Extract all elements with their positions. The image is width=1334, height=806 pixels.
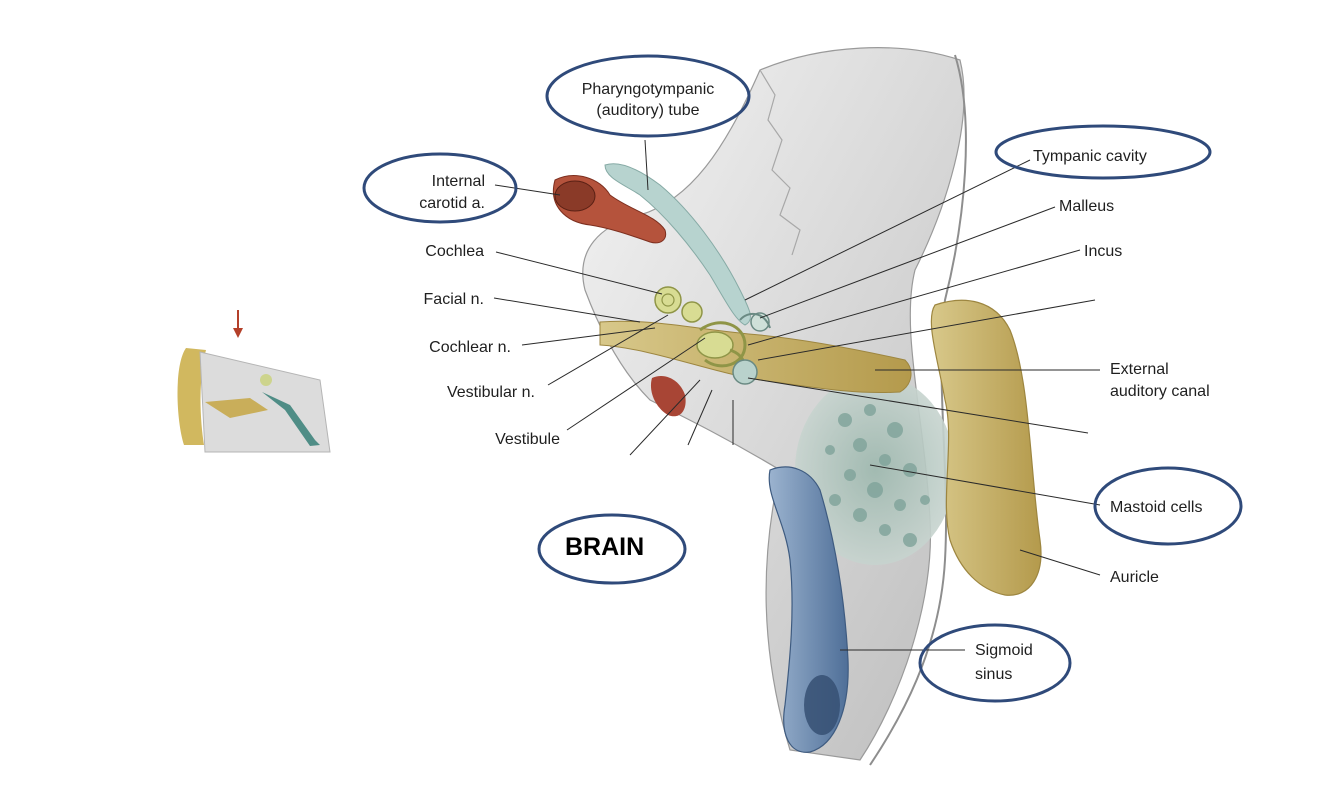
leader-facial-n [493,297,641,323]
leader-mastoid-cells [869,464,1101,506]
auricle-shape [930,299,1042,596]
leader-cochlea [495,251,663,295]
label-sigmoid-line1: Sigmoid [975,642,1033,659]
inset-canal [205,398,268,418]
label-tympanic-cavity: Tympanic cavity [1033,148,1147,165]
label-pharyngotympanic-line2: (auditory) tube [596,102,700,119]
label-external-canal-line2: auditory canal [1110,383,1210,400]
label-internal-carotid-line2: carotid a. [419,195,485,212]
highlight-ellipses [362,54,1243,703]
inner-ear-labyrinth [654,286,747,383]
leader-vestibule [566,337,706,431]
leader-malleus [759,206,1056,319]
leader-lines [493,139,1101,651]
label-internal-carotid-line1: Internal [431,173,485,190]
temporal-bone-illustration [553,47,1042,766]
label-pharyngotympanic-line1: Pharyngotympanic [581,81,715,98]
circle-mastoid-cells [1093,466,1243,546]
carotid-lower-segment [650,375,686,417]
leader-internal-carotid [494,184,561,196]
inset-tube [262,392,320,446]
label-sigmoid-line2: sinus [975,666,1013,683]
label-facial-n: Facial n. [423,291,484,308]
mastoid-cells-region [795,375,955,565]
leader-auricle [1019,549,1101,576]
leader-extra-5 [747,377,1089,434]
label-cochlea: Cochlea [425,243,484,260]
leader-vestibular-n [547,314,669,386]
label-incus: Incus [1084,243,1123,260]
pharyngotympanic-tube-shape [604,163,751,326]
circle-pharyngotympanic [545,54,751,138]
inset-cochlea [260,374,272,386]
external-auditory-canal-shape [599,320,912,393]
inset-orientation-figure [175,310,331,453]
inset-auricle [177,348,206,445]
circle-internal-carotid [362,152,518,224]
leader-tympanic-cavity [744,159,1031,301]
label-malleus: Malleus [1059,198,1115,215]
circle-sigmoid-sinus [918,623,1072,703]
circle-brain [537,513,687,585]
leader-incus [747,249,1081,346]
leader-extra-2 [687,389,713,446]
label-auricle: Auricle [1110,569,1159,586]
circle-tympanic-cavity [994,124,1212,180]
label-brain: BRAIN [565,533,645,561]
leader-extra-1 [629,379,701,456]
label-vestibule: Vestibule [495,431,560,448]
label-cochlear-n: Cochlear n. [429,339,511,356]
mastoid-cell-dots [825,404,930,547]
label-mastoid-cells: Mastoid cells [1110,499,1203,516]
leader-cochlear-n [521,327,656,346]
leader-pharyngotympanic [644,139,649,191]
label-external-canal-line1: External [1110,361,1169,378]
arrow-down-icon [233,328,243,338]
label-vestibular-n: Vestibular n. [446,384,535,401]
leader-extra-4 [757,299,1096,361]
